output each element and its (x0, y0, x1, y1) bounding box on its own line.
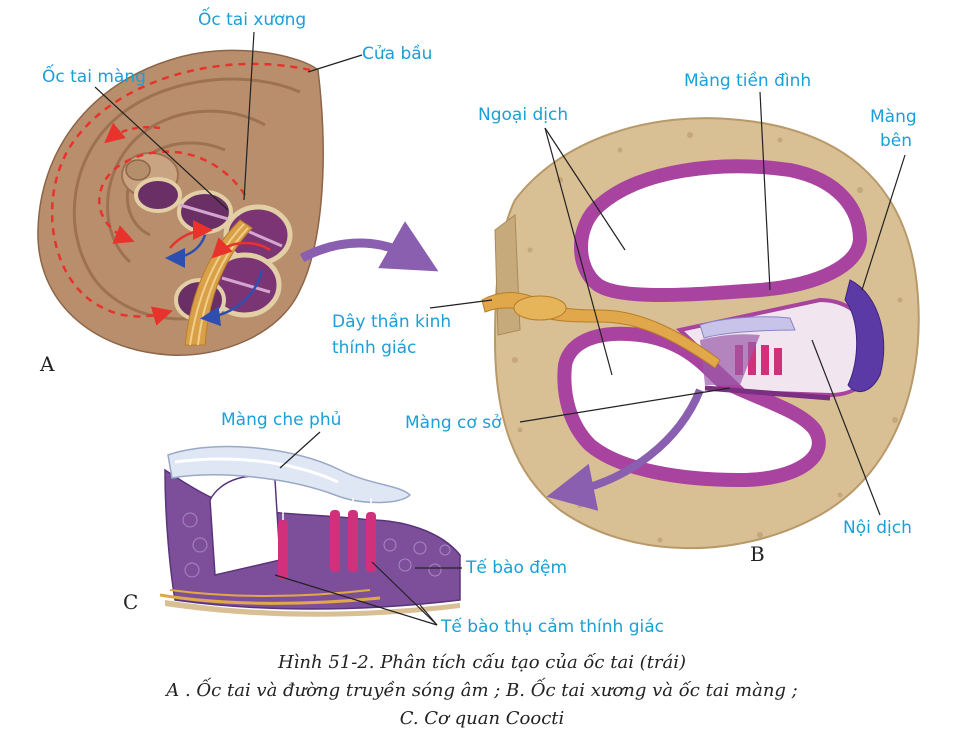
sound-wave-path-outer (50, 62, 311, 326)
organ-of-corti-b (700, 334, 782, 385)
label-te-bao-thu-cam: Tế bào thụ cảm thính giác (441, 617, 665, 637)
label-day-than-kinh-1: Dây thần kinh (332, 312, 452, 332)
label-te-bao-dem: Tế bào đệm (466, 558, 568, 578)
panel-letter-c: C (123, 590, 139, 614)
caption-line-2: A . Ốc tai và đường truyền sóng âm ; B. … (166, 680, 798, 701)
label-mang-tien-dinh: Màng tiền đình (684, 71, 812, 91)
label-cua-bau: Cửa bầu (362, 44, 433, 64)
panel-letter-a: A (40, 352, 55, 376)
label-mang-ben-1: Màng (870, 107, 917, 127)
caption-line-1: Hình 51-2. Phân tích cấu tạo của ốc tai … (277, 652, 687, 673)
arrow-a-to-b (299, 221, 439, 272)
panel-letter-b: B (750, 542, 765, 566)
label-day-than-kinh-2: thính giác (332, 338, 417, 358)
scala-vestibuli (574, 159, 868, 302)
panel-c-organ-of-corti (159, 431, 462, 626)
label-ngoai-dich: Ngoại dịch (478, 105, 569, 125)
organ-tissue (164, 468, 461, 610)
label-oc-tai-mang: Ốc tai màng (42, 67, 146, 87)
label-noi-dich: Nội dịch (843, 518, 912, 538)
sound-wave-path-inner (98, 150, 247, 244)
hair-cells-c (278, 498, 376, 580)
label-oc-tai-xuong: Ốc tai xương (198, 10, 307, 30)
arrow-b-to-c (546, 388, 704, 511)
panel-a-cochlea (37, 31, 363, 356)
lateral-membrane (844, 279, 885, 393)
label-mang-che-phu: Màng che phủ (221, 410, 342, 430)
panel-b-cross-section (429, 91, 920, 550)
label-mang-ben-2: bên (880, 131, 913, 151)
label-mang-co-so: Màng cơ sở (405, 413, 502, 433)
caption-line-3: C. Cơ quan Coocti (399, 708, 565, 729)
basilar-membrane (704, 385, 831, 401)
